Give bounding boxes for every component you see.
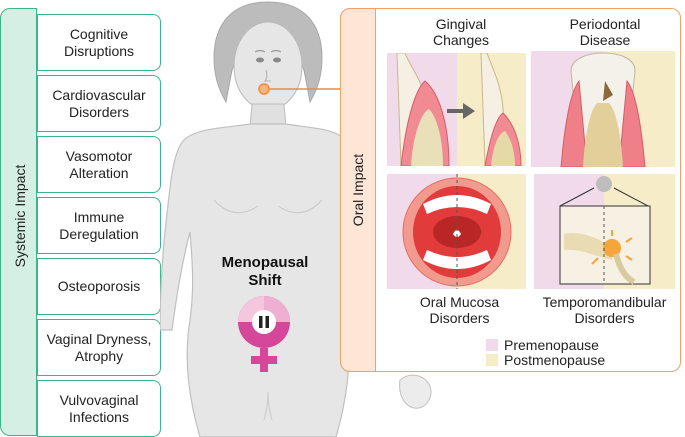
systemic-item-label: Cognitive Disruptions <box>63 25 135 59</box>
periodontal-title-line1: Periodontal <box>569 16 641 32</box>
systemic-item-label: Osteoporosis <box>57 278 141 294</box>
legend-label-premenopause: Premenopause <box>504 337 599 353</box>
body-illustration <box>160 1 432 437</box>
systemic-impact-bar <box>0 8 37 436</box>
menopausal-shift-line1: Menopausal <box>221 254 309 271</box>
systemic-item: Vulvovaginal Infections <box>37 380 161 437</box>
oral-impact-bar <box>340 8 376 372</box>
gingival-changes-illustration <box>387 53 526 166</box>
oral-mucosa-illustration <box>387 174 526 289</box>
systemic-item-label: Immune Deregulation <box>59 208 139 242</box>
periodontal-disease-title: Periodontal Disease <box>535 16 675 48</box>
legend-item-premenopause: Premenopause <box>486 337 599 353</box>
oral-mucosa-title: Oral Mucosa Disorders <box>392 294 527 326</box>
systemic-item-label: Vaginal Dryness, Atrophy <box>46 330 152 364</box>
gingival-title-line1: Gingival <box>435 16 487 32</box>
systemic-item-label: Vasomotor Alteration <box>65 147 133 181</box>
systemic-impact-title: Systemic Impact <box>12 164 28 268</box>
tmd-title: Temporomandibular Disorders <box>534 294 675 326</box>
legend-swatch-premenopause <box>486 339 498 351</box>
gingival-changes-title: Gingival Changes <box>392 16 530 48</box>
systemic-item: Vaginal Dryness, Atrophy <box>37 319 161 376</box>
legend-swatch-postmenopause <box>486 354 498 366</box>
tmd-title-line2: Disorders <box>574 310 635 326</box>
legend-item-postmenopause: Postmenopause <box>486 352 605 368</box>
tmd-title-line1: Temporomandibular <box>542 294 667 310</box>
systemic-item: Cognitive Disruptions <box>37 14 161 71</box>
gingival-title-line2: Changes <box>432 32 490 48</box>
mucosa-title-line1: Oral Mucosa <box>419 294 500 310</box>
female-symbol-icon <box>238 296 290 372</box>
temporomandibular-illustration <box>534 174 675 289</box>
systemic-item: Immune Deregulation <box>37 197 161 254</box>
menopausal-shift-line2: Shift <box>248 272 282 289</box>
periodontal-disease-illustration <box>531 51 675 167</box>
mucosa-title-line2: Disorders <box>429 310 490 326</box>
menopausal-shift-label: Menopausal Shift <box>205 254 325 290</box>
legend-label-postmenopause: Postmenopause <box>504 352 606 368</box>
systemic-item: Vasomotor Alteration <box>37 136 161 193</box>
systemic-item-label: Vulvovaginal Infections <box>59 391 139 425</box>
periodontal-title-line2: Disease <box>579 32 631 48</box>
systemic-item: Cardiovascular Disorders <box>37 75 161 132</box>
oral-impact-title: Oral Impact <box>350 153 366 227</box>
systemic-item-label: Cardiovascular Disorders <box>52 86 146 120</box>
systemic-item: Osteoporosis <box>37 258 161 315</box>
